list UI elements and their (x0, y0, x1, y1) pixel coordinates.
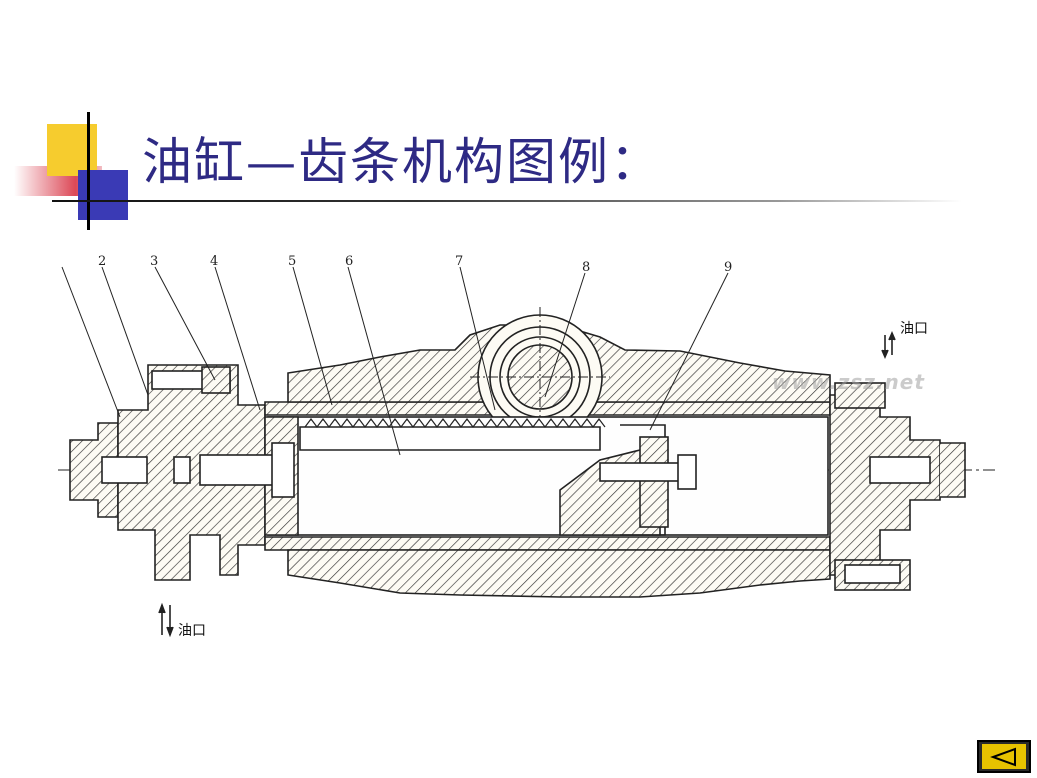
title-decoration-blue (78, 170, 128, 220)
previous-slide-arrow-icon (990, 747, 1016, 766)
part-number-5: 5 (288, 254, 296, 269)
part-number-2: 2 (98, 254, 106, 269)
cylinder-rack-drawing: 2 3 4 5 6 7 8 9 油口 油口 (58, 254, 995, 639)
previous-slide-button[interactable] (977, 740, 1031, 773)
part-number-9: 9 (724, 260, 732, 275)
slide-title: 油缸—齿条机构图例： (142, 133, 662, 191)
part-number-3: 3 (150, 254, 158, 269)
part-number-8: 8 (582, 260, 590, 275)
cylinder-rack-diagram: 2 3 4 5 6 7 8 9 油口 油口 (40, 245, 1000, 660)
previous-slide-button-face (982, 744, 1026, 769)
part-number-4: 4 (210, 254, 218, 269)
watermark: www.zsz.net (772, 370, 925, 394)
part-number-7: 7 (455, 254, 463, 269)
oil-port-label-top: 油口 (900, 321, 928, 337)
title-underline (52, 200, 962, 202)
oil-port-label-bottom: 油口 (178, 623, 206, 639)
title-decoration-vertical-line (87, 112, 90, 230)
part-number-6: 6 (345, 254, 353, 269)
